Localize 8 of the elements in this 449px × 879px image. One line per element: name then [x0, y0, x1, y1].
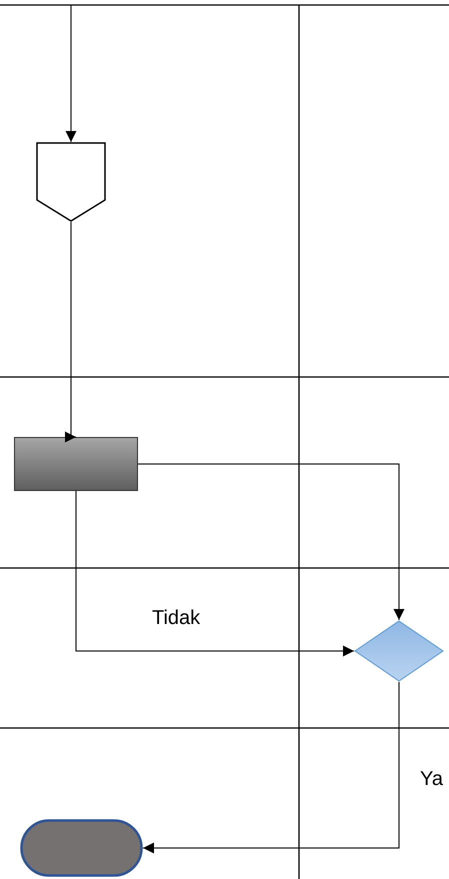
decision-diamond [354, 620, 444, 682]
arrow [66, 4, 76, 142]
arrow [142, 682, 400, 854]
arrow [76, 490, 354, 656]
process-box [14, 437, 138, 491]
arrow [65, 222, 76, 442]
off-page-connector-shape [36, 142, 106, 222]
arrow [138, 464, 404, 620]
